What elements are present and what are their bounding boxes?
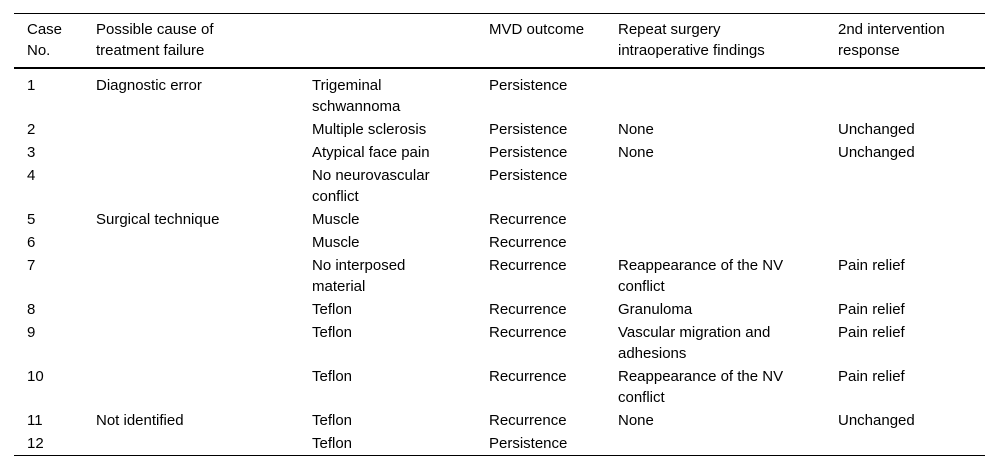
col-header-possible-cause: Possible cause of treatment failure [96, 13, 312, 69]
case-no-cell: 4 [27, 167, 36, 184]
mvd-outcome-cell: Recurrence [489, 301, 567, 318]
response-cell: Pain relief [838, 257, 905, 274]
table-header: Case No. Possible cause of treatment fai… [14, 13, 985, 69]
table-row: 2 Multiple sclerosis Persistence None Un… [14, 118, 985, 141]
cause-cell: Surgical technique [96, 211, 220, 228]
table-row: 8 Teflon Recurrence Granuloma Pain relie… [14, 298, 985, 321]
cause-cell [96, 141, 312, 164]
table-row: 1 Diagnostic error Trigeminal schwannoma… [14, 68, 985, 118]
findings-cell: None [618, 412, 654, 429]
response-cell [838, 164, 985, 208]
findings-cell: Reappearance of the NV conflict [618, 257, 784, 295]
findings-cell: None [618, 121, 654, 138]
subcause-cell: Trigeminal schwannoma [312, 77, 401, 115]
response-cell [838, 208, 985, 231]
case-no-cell: 9 [27, 324, 36, 341]
response-cell [838, 68, 985, 118]
case-no-cell: 3 [27, 144, 36, 161]
mvd-outcome-cell: Persistence [489, 77, 568, 94]
mvd-outcome-cell: Recurrence [489, 368, 567, 385]
mvd-outcome-cell: Persistence [489, 167, 568, 184]
findings-cell: Reappearance of the NV conflict [618, 368, 784, 406]
subcause-cell: Multiple sclerosis [312, 121, 427, 138]
table-body: 1 Diagnostic error Trigeminal schwannoma… [14, 68, 985, 456]
header-row: Case No. Possible cause of treatment fai… [14, 13, 985, 69]
data-table: Case No. Possible cause of treatment fai… [14, 13, 985, 456]
mvd-outcome-cell: Persistence [489, 144, 568, 161]
response-cell [838, 432, 985, 456]
case-no-cell: 5 [27, 211, 36, 228]
response-cell: Pain relief [838, 301, 905, 318]
mvd-outcome-cell: Recurrence [489, 211, 567, 228]
subcause-cell: Teflon [312, 324, 353, 341]
subcause-cell: Teflon [312, 412, 353, 429]
response-cell: Unchanged [838, 144, 915, 161]
cause-cell: Diagnostic error [96, 77, 202, 94]
table-row: 5 Surgical technique Muscle Recurrence [14, 208, 985, 231]
findings-cell: Granuloma [618, 301, 693, 318]
table-row: 11 Not identified Teflon Recurrence None… [14, 409, 985, 432]
subcause-cell: Teflon [312, 301, 353, 318]
subcause-cell: Muscle [312, 211, 360, 228]
case-no-cell: 11 [27, 412, 43, 429]
response-cell: Unchanged [838, 412, 915, 429]
cause-cell [96, 118, 312, 141]
table-row: 6 Muscle Recurrence [14, 231, 985, 254]
findings-cell [618, 231, 838, 254]
findings-cell [618, 208, 838, 231]
cause-cell [96, 164, 312, 208]
table-row: 4 No neurovascular conflict Persistence [14, 164, 985, 208]
subcause-cell: No interposed material [312, 257, 406, 295]
mvd-outcome-cell: Recurrence [489, 257, 567, 274]
col-header-case-no: Case No. [14, 13, 96, 69]
cause-cell [96, 432, 312, 456]
col-header-mvd-outcome: MVD outcome [489, 13, 618, 69]
case-no-cell: 10 [27, 368, 44, 385]
subcause-cell: No neurovascular conflict [312, 167, 430, 205]
table-row: 12 Teflon Persistence [14, 432, 985, 456]
findings-cell: None [618, 144, 654, 161]
table-row: 10 Teflon Recurrence Reappearance of the… [14, 365, 985, 409]
response-cell: Pain relief [838, 324, 905, 341]
subcause-cell: Atypical face pain [312, 144, 430, 161]
mvd-outcome-cell: Recurrence [489, 324, 567, 341]
findings-cell [618, 164, 838, 208]
cause-cell [96, 298, 312, 321]
mvd-outcome-cell: Recurrence [489, 234, 567, 251]
case-no-cell: 7 [27, 257, 36, 274]
subcause-cell: Teflon [312, 435, 353, 452]
cause-cell: Not identified [96, 412, 184, 429]
response-cell [838, 231, 985, 254]
case-no-cell: 12 [27, 435, 44, 452]
case-no-cell: 1 [27, 77, 36, 94]
cause-cell [96, 254, 312, 298]
table-row: 9 Teflon Recurrence Vascular migration a… [14, 321, 985, 365]
case-no-cell: 6 [27, 234, 36, 251]
table-row: 7 No interposed material Recurrence Reap… [14, 254, 985, 298]
response-cell: Pain relief [838, 368, 905, 385]
case-no-cell: 8 [27, 301, 36, 318]
subcause-cell: Muscle [312, 234, 360, 251]
mvd-outcome-cell: Persistence [489, 435, 568, 452]
cause-cell [96, 231, 312, 254]
col-header-2nd-intervention-response: 2nd intervention response [838, 13, 985, 69]
mvd-outcome-cell: Persistence [489, 121, 568, 138]
case-no-cell: 2 [27, 121, 36, 138]
cause-cell [96, 321, 312, 365]
cause-cell [96, 365, 312, 409]
col-header-subcause [312, 13, 489, 69]
table-row: 3 Atypical face pain Persistence None Un… [14, 141, 985, 164]
findings-cell [618, 68, 838, 118]
subcause-cell: Teflon [312, 368, 353, 385]
col-header-repeat-surgery-findings: Repeat surgery intraoperative findings [618, 13, 838, 69]
response-cell: Unchanged [838, 121, 915, 138]
findings-cell [618, 432, 838, 456]
findings-cell: Vascular migration and adhesions [618, 324, 771, 362]
mvd-outcome-cell: Recurrence [489, 412, 567, 429]
